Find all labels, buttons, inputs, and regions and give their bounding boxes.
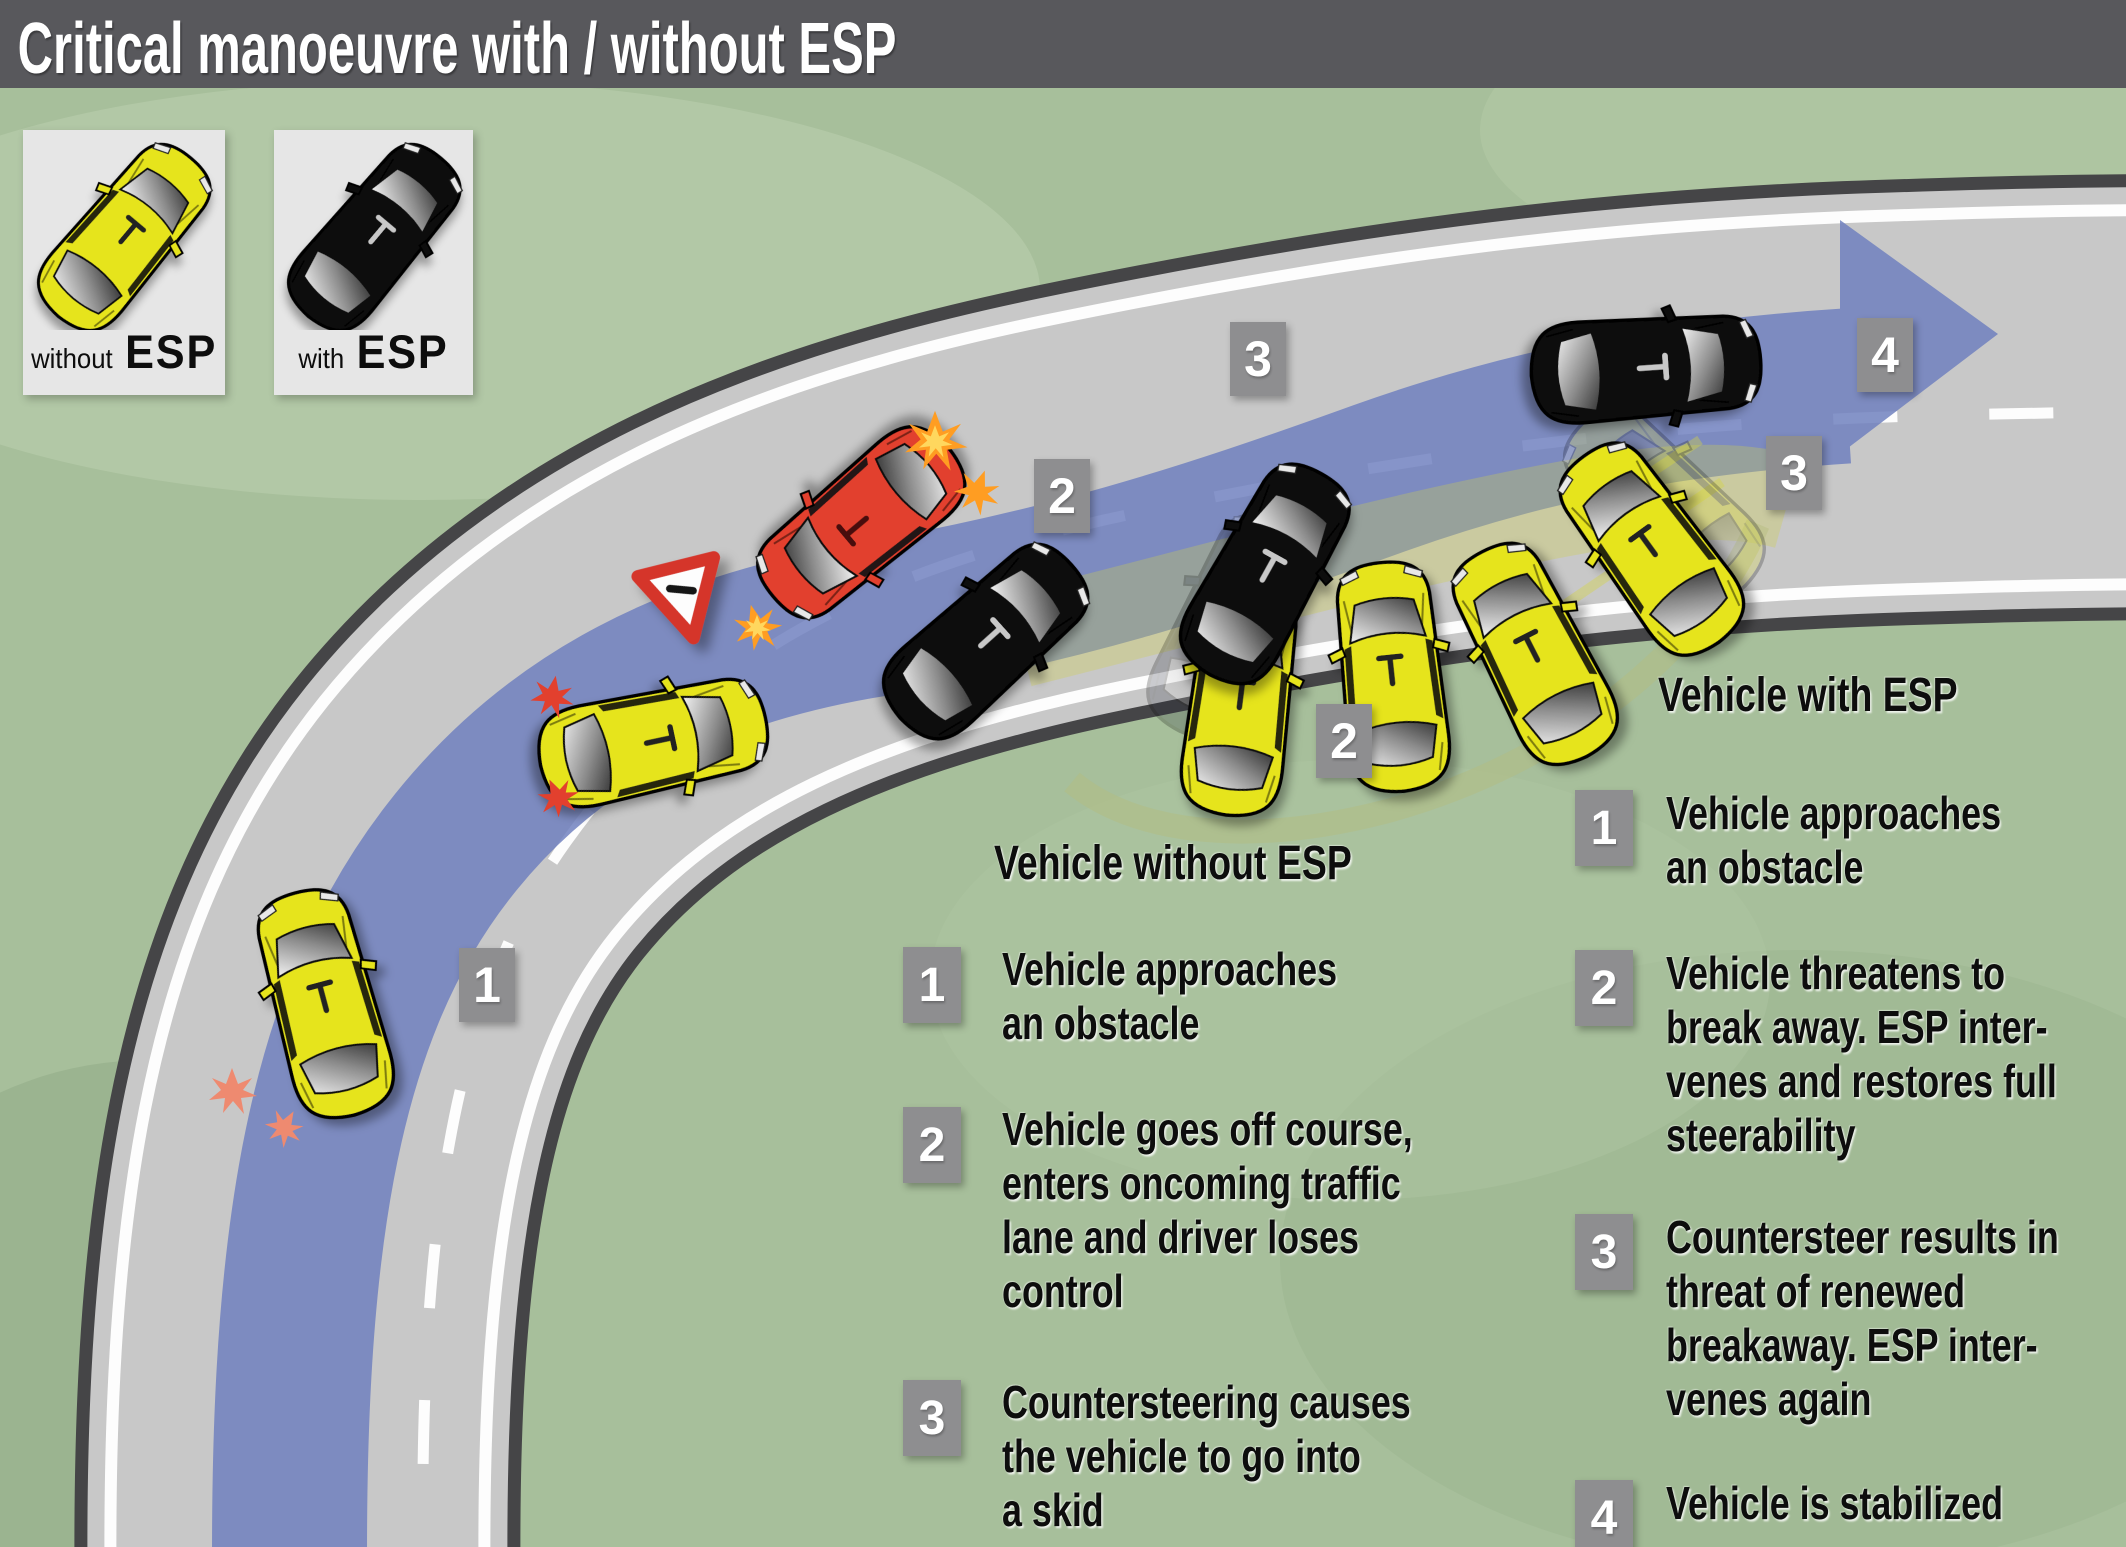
marker-without-esp-2: 2 [1316, 704, 1372, 778]
legend-caption: without ESP [31, 324, 217, 379]
marker-with-esp-4: 4 [1857, 318, 1913, 392]
legend-without-esp: without ESP [23, 130, 225, 395]
list-item-with-2: Vehicle threatens to break away. ESP int… [1666, 947, 2057, 1161]
marker-with-esp-3: 3 [1230, 322, 1286, 396]
list-item-without-2: Vehicle goes off course, enters oncoming… [1002, 1103, 1413, 1317]
legend-with-label: with [298, 343, 345, 374]
marker-start-1: 1 [459, 948, 515, 1022]
list-num-without-1: 1 [903, 947, 961, 1023]
page-title: Critical manoeuvre with / without ESP [17, 9, 897, 89]
marker-with-esp-2: 2 [1034, 459, 1090, 533]
list-item-without-3: Countersteering causes the vehicle to go… [1002, 1376, 1411, 1536]
list-item-without-1: Vehicle approaches an obstacle [1002, 943, 1338, 1049]
legend-without-label: without [31, 343, 113, 374]
list-num-with-3: 3 [1575, 1214, 1633, 1290]
legend-car-black [274, 130, 473, 330]
list-item-with-4: Vehicle is stabilized [1666, 1477, 2004, 1529]
list-num-with-1: 1 [1575, 790, 1633, 866]
list-item-with-3: Countersteer results in threat of renewe… [1666, 1211, 2059, 1425]
list-num-without-2: 2 [903, 1107, 961, 1183]
section-heading-with-esp: Vehicle with ESP [1658, 669, 1958, 722]
legend-with-esp: ESP [356, 325, 449, 378]
legend-with-esp: with ESP [274, 130, 473, 395]
list-num-with-4: 4 [1575, 1480, 1633, 1547]
section-heading-without-esp: Vehicle without ESP [994, 837, 1352, 890]
arrowhead-icon [1840, 220, 1998, 454]
list-num-with-2: 2 [1575, 950, 1633, 1026]
legend-car-yellow [23, 130, 225, 330]
marker-without-esp-3: 3 [1766, 436, 1822, 510]
legend-caption: with ESP [282, 324, 465, 379]
list-item-with-1: Vehicle approaches an obstacle [1666, 787, 2002, 893]
list-num-without-3: 3 [903, 1380, 961, 1456]
title-bar: Critical manoeuvre with / without ESP [0, 0, 2126, 89]
legend-without-esp: ESP [125, 325, 218, 378]
